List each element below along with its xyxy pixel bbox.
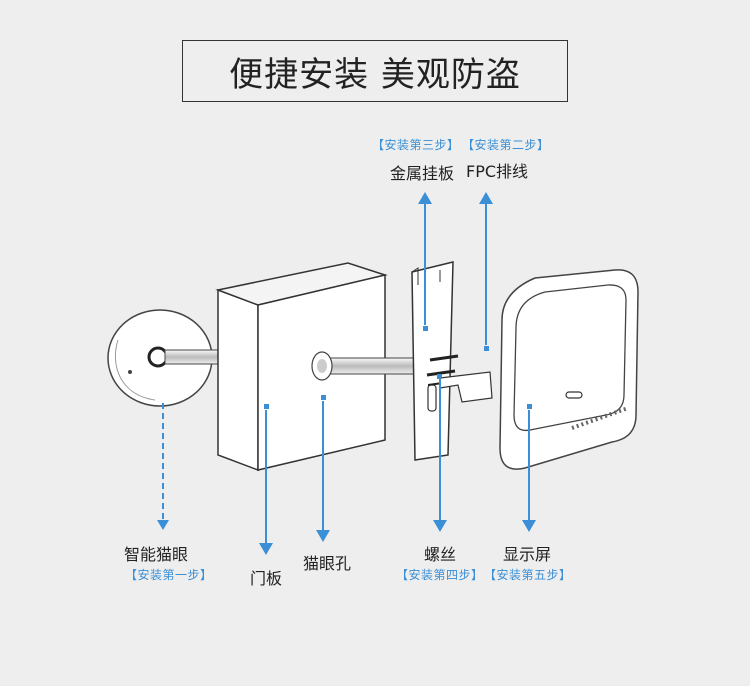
arrow-peephole [157,403,169,530]
step-screw: 【安装第四步】 [396,568,484,582]
step-screen: 【安装第五步】 [484,568,572,582]
peephole-rod [164,349,221,365]
label-peephole: 智能猫眼 [124,545,189,564]
display-screen [499,269,639,470]
arrow-hole [316,395,330,542]
step-plate: 【安装第三步】 [372,138,460,152]
label-screen: 显示屏 [503,545,552,564]
arrow-door [259,404,273,555]
peephole-camera [107,309,213,407]
step-fpc: 【安装第二步】 [462,138,550,152]
arrow-fpc [479,192,493,351]
label-door: 门板 [250,569,283,588]
label-hole: 猫眼孔 [303,554,352,573]
arrow-screw [433,374,447,532]
label-screw: 螺丝 [424,545,457,564]
arrow-plate [418,192,432,331]
arrow-screen [522,404,536,532]
step-peephole: 【安装第一步】 [125,568,213,582]
hole-rod [311,351,418,381]
page-title: 便捷安装 美观防盗 [182,40,568,102]
label-plate: 金属挂板 [390,164,455,183]
label-fpc: FPC排线 [466,162,529,181]
